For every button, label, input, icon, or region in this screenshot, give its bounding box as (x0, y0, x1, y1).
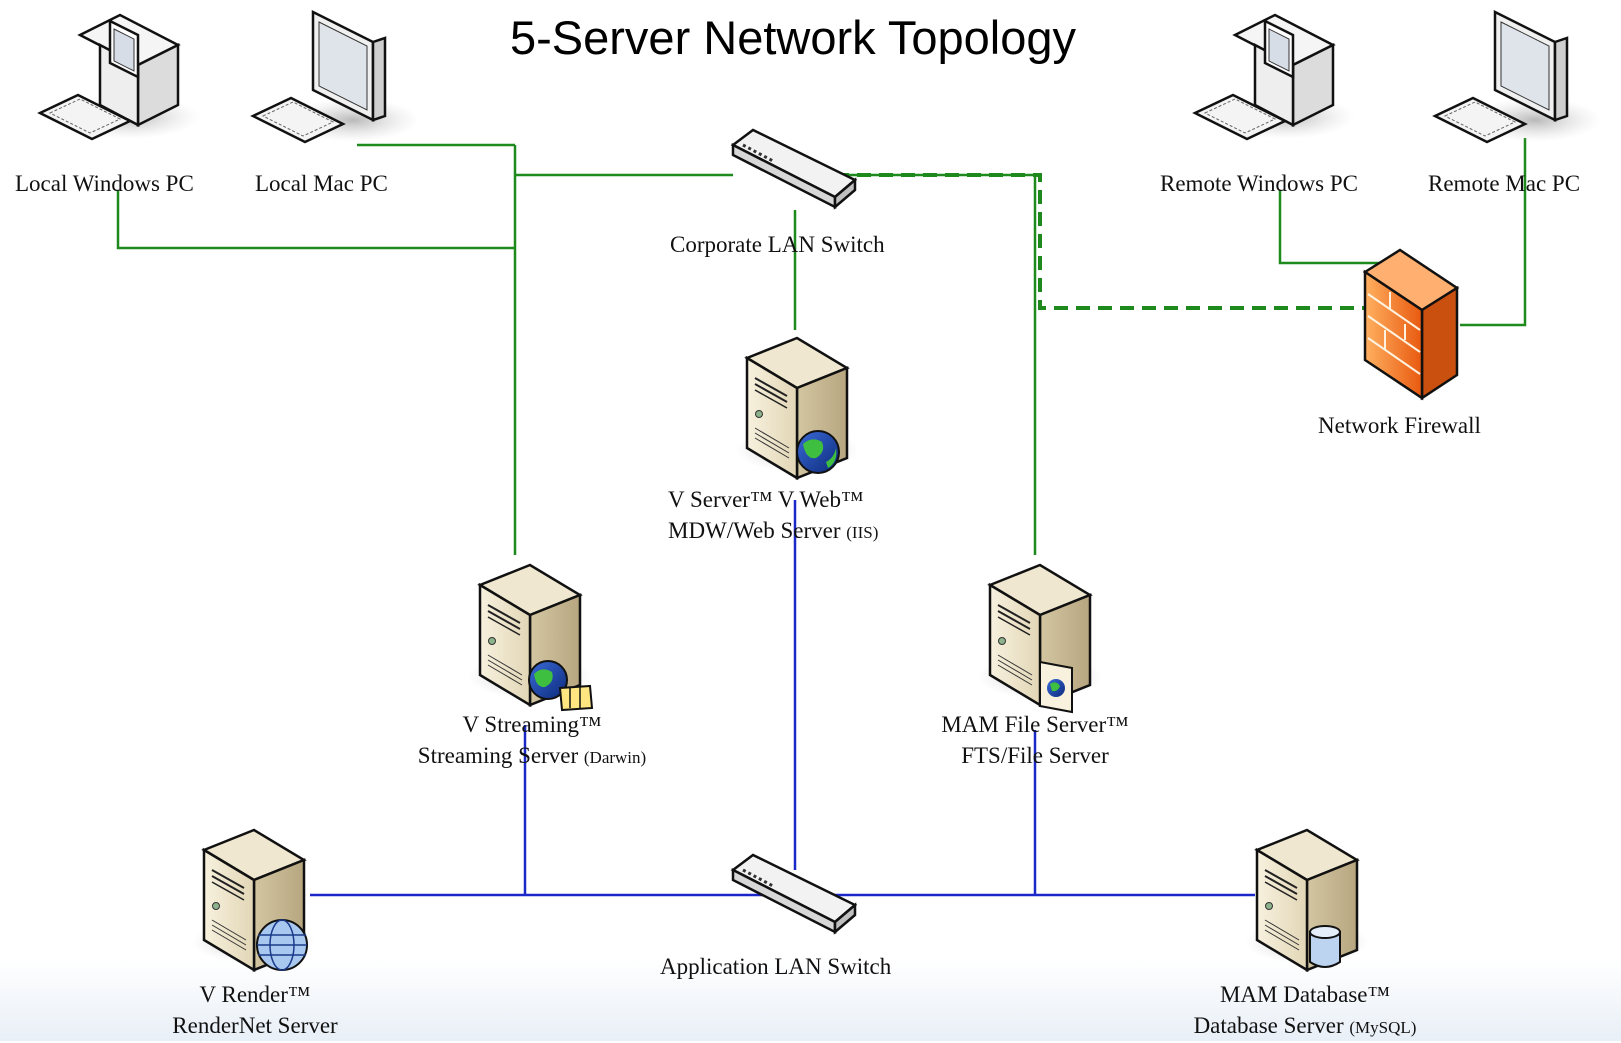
web-server-software: (IIS) (846, 523, 879, 542)
file-server-line2: FTS/File Server (961, 743, 1109, 768)
local-windows-pc-icon (38, 13, 202, 141)
corporate-switch-label: Corporate LAN Switch (670, 232, 885, 257)
application-switch-label: Application LAN Switch (660, 954, 892, 979)
database-server-software: (MySQL) (1349, 1018, 1417, 1037)
render-server-label: V Render™ RenderNet Server (130, 979, 380, 1041)
streaming-server-line1: V Streaming™ (462, 712, 602, 737)
firewall-label: Network Firewall (1318, 413, 1481, 438)
file-server-line1: MAM File Server™ (941, 712, 1129, 737)
database-server-icon (1243, 828, 1371, 972)
database-cylinder-icon (1309, 925, 1341, 968)
streaming-server-software: (Darwin) (583, 748, 647, 767)
globe-badge-icon (796, 430, 840, 474)
local-mac-pc-icon (251, 10, 421, 144)
remote-mac-pc-label: Remote Mac PC (1428, 171, 1581, 196)
vpn-dashed-link (835, 173, 1375, 310)
remote-windows-pc-label: Remote Windows PC (1160, 171, 1358, 196)
background-glow (0, 960, 1621, 1041)
streaming-server-label: V Streaming™ Streaming Server (Darwin) (382, 709, 682, 773)
streaming-server-line2: Streaming Server (Darwin) (382, 740, 682, 773)
streaming-server-role: Streaming Server (417, 743, 579, 768)
remote-mac-pc-icon (1433, 10, 1603, 144)
web-server-line1: V Server™ V Web™ (668, 487, 864, 512)
database-server-line1: MAM Database™ (1219, 982, 1391, 1007)
streaming-globe-badge-icon (528, 660, 594, 712)
file-doc-badge-icon (1039, 660, 1073, 714)
firewall-icon (1362, 248, 1460, 401)
database-server-label: MAM Database™ Database Server (MySQL) (1160, 979, 1450, 1043)
database-server-line2: Database Server (MySQL) (1160, 1010, 1450, 1043)
local-windows-pc-label: Local Windows PC (15, 171, 194, 196)
web-server-label: V Server™ V Web™ MDW/Web Server (IIS) (668, 484, 928, 548)
render-server-line1: V Render™ (199, 982, 311, 1007)
web-server-line2: MDW/Web Server (IIS) (668, 515, 928, 548)
link-local-windows (116, 190, 515, 250)
link-remote-windows (1278, 190, 1380, 265)
web-server-role: MDW/Web Server (668, 518, 841, 543)
file-server-label: MAM File Server™ FTS/File Server (905, 709, 1165, 771)
link-remote-mac (1460, 138, 1527, 327)
corporate-switch-icon (731, 128, 857, 209)
local-mac-pc-label: Local Mac PC (255, 171, 388, 196)
database-server-role: Database Server (1193, 1013, 1344, 1038)
remote-windows-pc-icon (1193, 13, 1357, 141)
render-server-line2: RenderNet Server (172, 1013, 338, 1038)
diagram-title: 5-Server Network Topology (510, 11, 1076, 64)
render-globe-badge-icon (256, 919, 308, 971)
application-network-links (310, 500, 1255, 897)
